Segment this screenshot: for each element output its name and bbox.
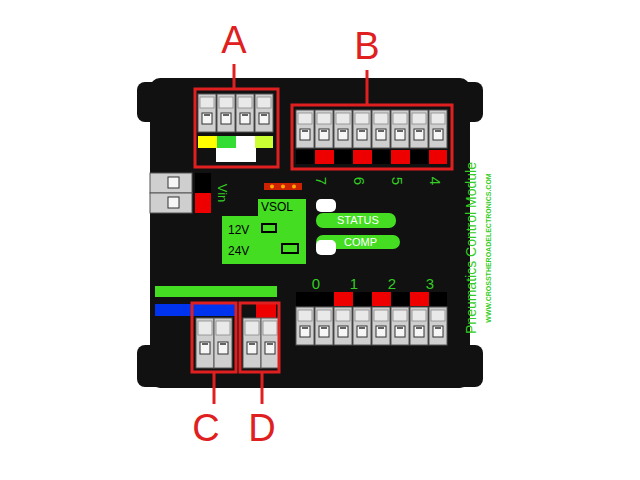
channel-number: 3 bbox=[426, 276, 434, 291]
vin-connector bbox=[150, 173, 211, 213]
comp-band: COMP bbox=[322, 235, 398, 249]
channel-number: 2 bbox=[388, 276, 396, 291]
solenoid-connector bbox=[296, 292, 447, 345]
callout-letter: A bbox=[221, 21, 246, 59]
node-text: VSOL bbox=[261, 201, 293, 213]
product-name: Pneumatics Control Module bbox=[464, 162, 478, 334]
status-bands bbox=[316, 199, 400, 255]
channel-number: 4 bbox=[428, 177, 443, 185]
channel-number: 6 bbox=[352, 177, 367, 185]
vsol-panel: VSOL 12V 24V bbox=[224, 200, 306, 263]
channel-number: 7 bbox=[314, 177, 329, 185]
node-text: 24V bbox=[228, 245, 249, 257]
node-text: COMP bbox=[344, 237, 377, 248]
node-text: STATUS bbox=[337, 215, 379, 226]
channel-number: 5 bbox=[390, 177, 405, 185]
vin-label: Vin bbox=[216, 184, 229, 203]
board-housing bbox=[137, 78, 483, 388]
callout-letter: B bbox=[354, 27, 379, 65]
led-indicators bbox=[264, 183, 302, 190]
node-text: 12V bbox=[228, 224, 249, 236]
callout-boxes bbox=[192, 64, 452, 404]
callout-letter: C bbox=[192, 409, 219, 447]
website-url: WWW.CROSSTHEROADELECTRONICS.COM bbox=[485, 173, 492, 322]
status-band: STATUS bbox=[322, 213, 394, 228]
vsol-panel bbox=[222, 199, 306, 264]
channel-number: 1 bbox=[350, 276, 358, 291]
callout-letter: D bbox=[248, 409, 275, 447]
connector-b bbox=[296, 110, 447, 164]
channel-number: 0 bbox=[312, 276, 320, 291]
connector-a bbox=[198, 94, 273, 162]
